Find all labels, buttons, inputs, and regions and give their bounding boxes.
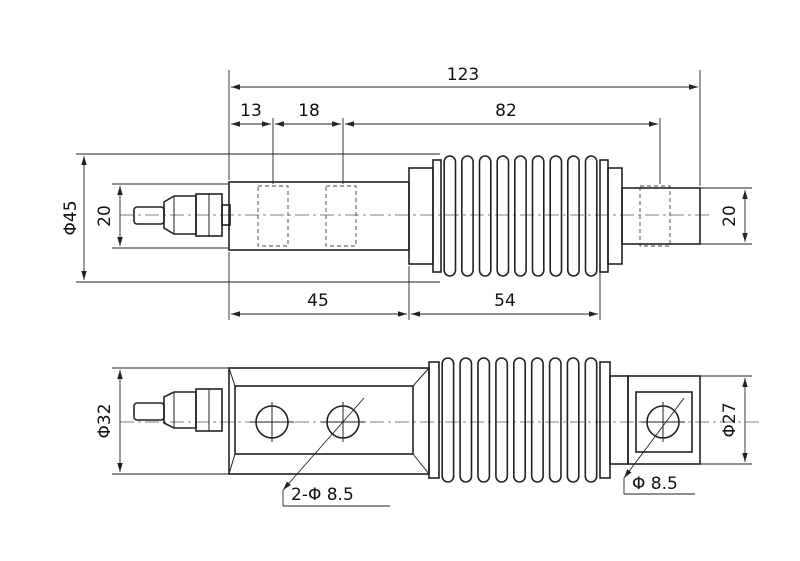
bottom-view	[120, 357, 760, 483]
dim-82: 82	[495, 101, 517, 121]
bellows-rib-top	[443, 155, 457, 277]
body-block-top	[228, 181, 410, 251]
dim-20-left: 20	[95, 205, 115, 227]
bellows-rib-bottom	[566, 357, 580, 483]
bellows-rib-bottom	[584, 357, 598, 483]
bellows-rib-top	[531, 155, 545, 277]
dim-phi-32: Φ32	[95, 403, 115, 438]
dim-13: 13	[240, 101, 262, 121]
bellows-rib-bottom	[495, 357, 509, 483]
bellows-rib-top	[549, 155, 563, 277]
bellows-rib-bottom	[548, 357, 562, 483]
bellows-top	[408, 155, 623, 277]
dim-phi-45: Φ45	[61, 200, 81, 235]
dim-45: 45	[307, 291, 329, 311]
bellows-rib-bottom	[441, 357, 455, 483]
cable-gland-bottom	[133, 388, 223, 432]
hidden-holes-top	[257, 185, 671, 247]
right-stub-top	[621, 187, 701, 245]
bellows-rib-bottom	[459, 357, 473, 483]
dim-20-right: 20	[720, 205, 740, 227]
right-end-bottom	[609, 375, 701, 465]
bellows-rib-top	[496, 155, 510, 277]
bellows-rib-top	[566, 155, 580, 277]
dim-18: 18	[298, 101, 320, 121]
dim-holes-2x: 2-Φ 8.5	[291, 485, 354, 505]
bellows-rib-bottom	[512, 357, 526, 483]
bellows-rib-top	[584, 155, 598, 277]
bellows-rib-bottom	[477, 357, 491, 483]
dim-overall-length: 123	[447, 65, 479, 85]
bellows-rib-top	[460, 155, 474, 277]
bellows-rib-top	[513, 155, 527, 277]
bellows-bottom	[428, 357, 611, 483]
bellows-rib-bottom	[530, 357, 544, 483]
dim-54: 54	[494, 291, 516, 311]
cable-gland-top	[133, 193, 231, 237]
body-block-bottom	[228, 367, 430, 475]
top-view	[120, 155, 710, 277]
dim-hole-single: Φ 8.5	[632, 474, 678, 494]
dimensions-layer: 123 13 18 82 45 54 Φ45 20 20 Φ32	[61, 65, 752, 507]
bellows-rib-top	[478, 155, 492, 277]
dim-phi-27: Φ27	[720, 402, 740, 437]
